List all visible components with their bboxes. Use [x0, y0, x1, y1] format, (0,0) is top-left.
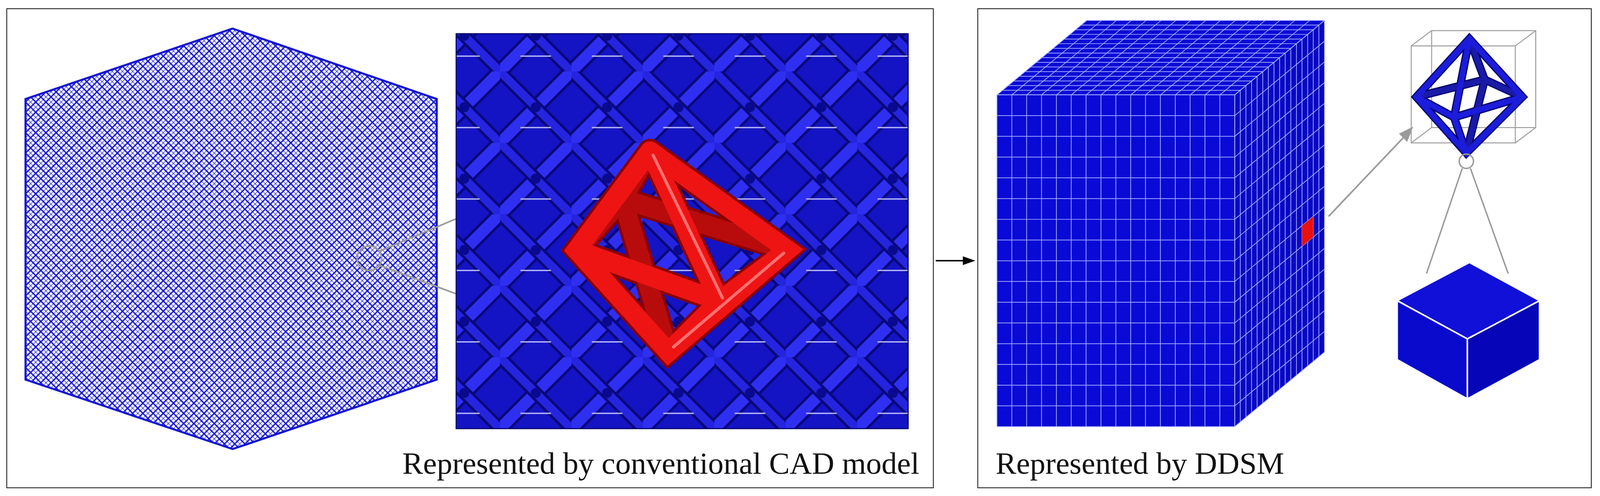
grid-line [1234, 20, 1325, 95]
grid-line [997, 363, 1235, 365]
grid-line [1130, 94, 1131, 427]
grid-line [1175, 20, 1266, 95]
zoomed-lattice [456, 33, 909, 429]
grid-line [1324, 20, 1325, 352]
grid-line [1064, 38, 1302, 40]
cell-pointer [1328, 126, 1414, 217]
grid-line [1053, 47, 1291, 49]
grid-line [1145, 94, 1146, 427]
grid-line [1204, 94, 1206, 427]
unit-cell-octahedron [1416, 38, 1523, 153]
ddsm-cube [997, 20, 1325, 427]
grid-line [1234, 289, 1325, 365]
grid-line [1313, 29, 1314, 361]
grid-line [1234, 248, 1325, 323]
grid-line [1234, 94, 1235, 427]
grid-line [1234, 227, 1325, 302]
cube-grid [997, 20, 1325, 427]
grid-line [1219, 20, 1310, 95]
grid-line [1130, 20, 1221, 95]
grid-line [1189, 94, 1191, 427]
grid-line [1234, 94, 1235, 427]
grid-line [1160, 20, 1251, 95]
grid-line [1047, 52, 1286, 54]
grid-line [1296, 43, 1297, 375]
grid-line [1081, 24, 1319, 26]
lattice-block [25, 28, 437, 449]
highlight-cell [1301, 215, 1314, 246]
grid-line [1058, 43, 1297, 44]
grid-line [1234, 185, 1325, 261]
highlight-cell [1301, 215, 1314, 246]
grid-line [997, 260, 1235, 261]
grid-line [1234, 206, 1325, 282]
grid-line [1234, 330, 1325, 406]
figure-panel: Represented by DDSM [977, 8, 1592, 488]
grid-line [1042, 57, 1280, 58]
grid-line [1219, 94, 1220, 427]
grid-line [1301, 39, 1302, 371]
grid-line [1234, 269, 1325, 344]
homogenized-cube [1398, 263, 1539, 399]
flow-arrow [935, 256, 976, 265]
grid-line [1075, 29, 1314, 30]
grid-line [1190, 20, 1281, 95]
panel-caption: Represented by DDSM [993, 446, 1286, 481]
grid-line [997, 426, 1235, 427]
grid-line [1204, 20, 1295, 95]
inset-leader [1426, 154, 1509, 274]
grid-line [997, 301, 1235, 302]
grid-line [997, 342, 1235, 344]
panel-caption: Represented by conventional CAD model [400, 446, 922, 481]
grid-line [1086, 19, 1325, 21]
grid-line [1307, 34, 1308, 366]
arrow-line [935, 259, 963, 262]
grid-line [1290, 48, 1291, 380]
zoom-frame [456, 33, 909, 429]
grid-line [1234, 310, 1325, 386]
grid-line [1174, 94, 1176, 427]
grid-line [1159, 94, 1161, 427]
grid-line [997, 405, 1235, 406]
figure-panel: Represented by conventional CAD model [6, 8, 934, 488]
grid-line [1234, 351, 1325, 427]
grid-line [1145, 20, 1236, 95]
grid-line [1070, 33, 1308, 35]
grid-line [997, 281, 1235, 282]
grid-line [997, 322, 1235, 323]
arrow-head [962, 256, 976, 265]
grid-line [1285, 53, 1286, 385]
grid-line [997, 384, 1235, 386]
grid-line [1318, 25, 1319, 357]
